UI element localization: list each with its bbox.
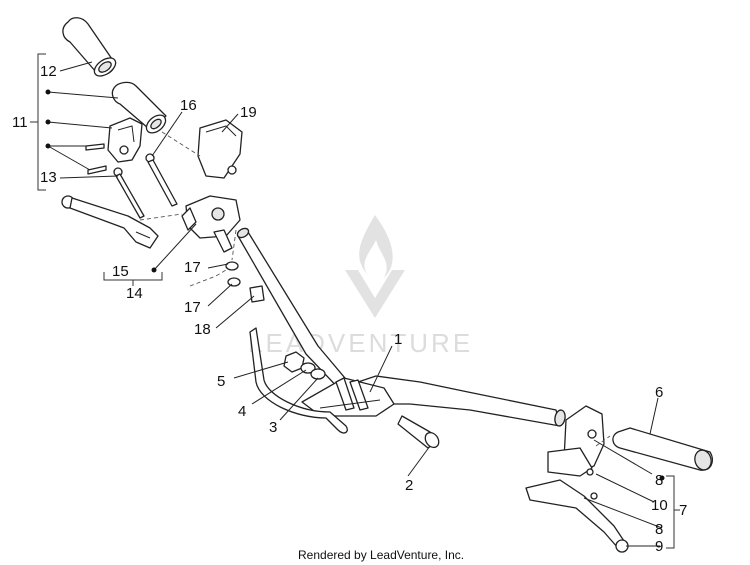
watermark-v-logo <box>345 270 405 318</box>
callout-16: 16 <box>180 97 197 114</box>
callout-13: 13 <box>40 169 57 186</box>
clamp-bolt <box>397 415 440 449</box>
callout-2: 2 <box>405 477 413 494</box>
callout-4: 4 <box>238 403 246 420</box>
callout-19: 19 <box>240 104 257 121</box>
right-lever-bracket <box>547 405 605 477</box>
callout-17-lower: 17 <box>184 299 201 316</box>
nuts-and-washers <box>283 351 326 380</box>
callout-8-lower: 8 <box>655 521 663 538</box>
callout-15: 15 <box>112 263 129 280</box>
alignment-lines <box>139 131 611 447</box>
u-bolt <box>249 327 348 434</box>
callout-14: 14 <box>126 285 143 302</box>
group-14-bracket <box>103 267 163 286</box>
brake-hose <box>145 153 178 207</box>
callout-11: 11 <box>12 114 28 131</box>
handlebar-clamp <box>301 377 395 417</box>
throttle-housing <box>107 117 143 163</box>
left-brake-lever <box>61 195 159 249</box>
callout-12: 12 <box>40 63 57 80</box>
callout-1: 1 <box>394 331 402 348</box>
callout-18: 18 <box>194 321 211 338</box>
right-brake-lever <box>525 479 629 553</box>
callout-10: 10 <box>651 497 668 514</box>
reservoir-cover <box>197 119 243 179</box>
left-grip <box>62 17 117 77</box>
group-7-bracket <box>659 475 680 549</box>
handlebar <box>236 227 566 427</box>
leader-lines <box>47 61 663 547</box>
watermark-text: LEADVENTURE <box>248 328 473 358</box>
callout-9: 9 <box>655 538 663 555</box>
callout-8-upper: 8 <box>655 472 663 489</box>
group-11-bracket <box>30 53 51 191</box>
right-grip <box>612 427 714 471</box>
callout-labels: 1 2 3 4 5 6 7 8 8 9 10 11 12 13 14 15 16… <box>12 63 687 555</box>
throttle-tube <box>111 81 167 134</box>
leadventure-watermark: LEADVENTURE <box>248 215 473 358</box>
callout-3: 3 <box>269 419 277 436</box>
throttle-cable <box>113 167 145 219</box>
master-cylinder <box>181 195 241 253</box>
callout-5: 5 <box>217 373 225 390</box>
washers-and-bolt <box>189 261 265 303</box>
footer-credit: Rendered by LeadVenture, Inc. <box>298 548 464 562</box>
watermark-flame-logo <box>359 215 393 278</box>
housing-screws <box>85 143 107 175</box>
callout-7: 7 <box>679 502 687 519</box>
callout-6: 6 <box>655 384 663 401</box>
callout-17-upper: 17 <box>184 259 201 276</box>
